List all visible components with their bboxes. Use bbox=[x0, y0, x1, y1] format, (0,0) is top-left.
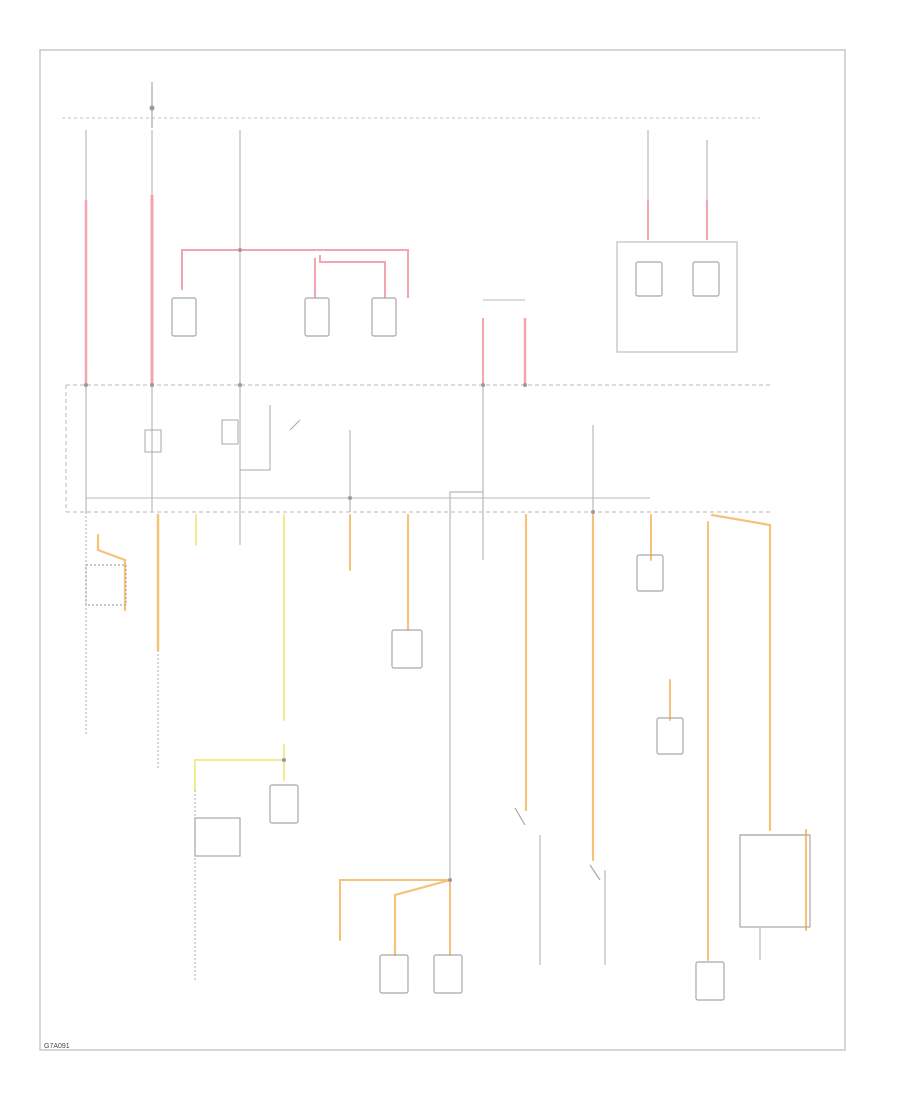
top-fuse-feeds bbox=[84, 130, 708, 385]
lower-plain-wires bbox=[85, 491, 811, 980]
diagram-frame bbox=[39, 49, 846, 1051]
splice-points bbox=[84, 248, 595, 882]
lower-components bbox=[85, 554, 725, 1001]
upper-components bbox=[171, 241, 738, 353]
lower-wires bbox=[96, 513, 808, 961]
battery-feed bbox=[62, 82, 760, 128]
diagram-id: G7A091 bbox=[44, 1043, 70, 1050]
main-fuse-block bbox=[65, 384, 770, 513]
